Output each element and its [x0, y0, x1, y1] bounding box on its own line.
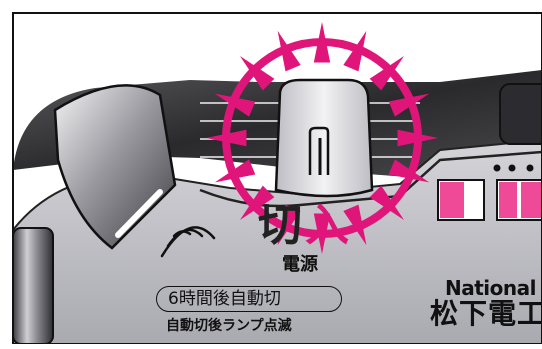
starburst-spike: [206, 129, 247, 147]
starburst-spike: [388, 159, 430, 183]
starburst-spike: [239, 55, 275, 91]
panel-ridge: [199, 150, 542, 208]
starburst-spike: [277, 30, 301, 72]
auto-off-note: 自動切後ランプ点滅: [166, 318, 292, 334]
power-label: 電源: [282, 254, 318, 275]
starburst-spike: [369, 55, 405, 91]
side-knob: [13, 227, 54, 344]
starburst-spike: [313, 22, 331, 63]
switch-off-label: 切: [258, 200, 302, 251]
starburst-spike: [343, 204, 367, 246]
power-switch[interactable]: [274, 78, 374, 198]
brand-name: National: [445, 276, 536, 300]
brand-maker: 松下電工: [430, 297, 542, 330]
right-block: [499, 83, 542, 145]
timer-label: 6時間後自動切: [168, 289, 281, 309]
starburst-spike: [277, 204, 301, 246]
starburst-spike: [239, 185, 275, 221]
starburst-spike: [369, 185, 405, 221]
switch-on-label: 入: [305, 200, 349, 251]
timer-pill-outline: [156, 286, 342, 312]
switch-notch: [308, 126, 330, 175]
starburst-spike: [388, 93, 430, 117]
indicator-lamps: [437, 164, 542, 221]
starburst-spike: [397, 129, 438, 147]
starburst-spike: [214, 93, 256, 117]
radio-wave-icon: [160, 226, 216, 258]
starburst-highlight-icon: [206, 22, 438, 254]
starburst-spike: [214, 159, 256, 183]
starburst-spike: [313, 213, 331, 254]
lens-highlight: [115, 189, 163, 238]
starburst-spike: [343, 30, 367, 72]
